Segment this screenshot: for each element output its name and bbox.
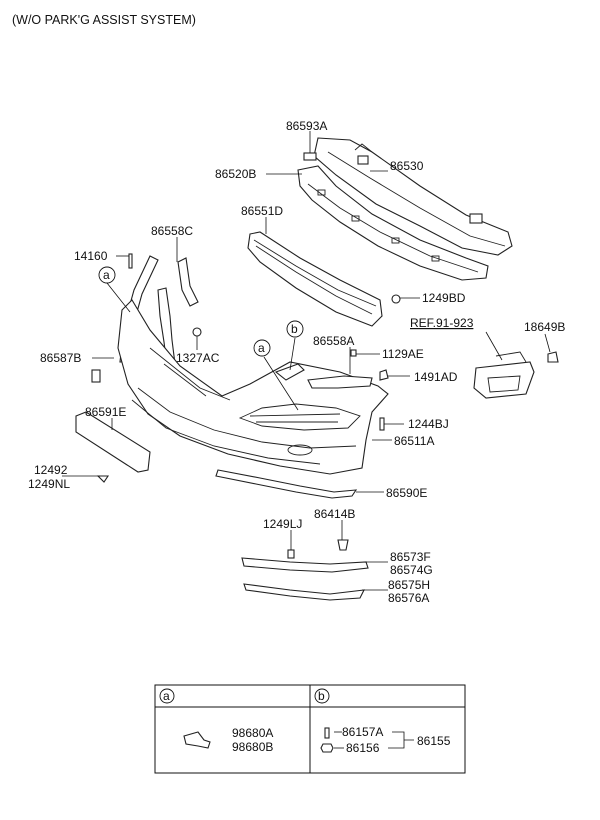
lower-grille-shape — [247, 231, 383, 327]
legend-table: a b 98680A 98680B 86157A 86156 86155 — [154, 684, 466, 774]
diagram-title: (W/O PARK'G ASSIST SYSTEM) — [12, 13, 196, 27]
label-86593a: 86593A — [286, 119, 327, 133]
label-86558c: 86558C — [151, 224, 193, 238]
legend-a-letter: a — [163, 689, 170, 703]
label-86530: 86530 — [390, 159, 424, 173]
label-1249bd: 1249BD — [422, 291, 466, 305]
legend-b-circle — [314, 688, 330, 704]
label-86590e: 86590E — [386, 486, 427, 500]
label-86520b: 86520B — [215, 167, 256, 181]
legend-a-part2: 98680B — [232, 740, 273, 754]
bumper-cover-shape — [117, 299, 389, 475]
lower-strip-86575h-shape — [243, 583, 365, 601]
legend-b-part2: 86156 — [346, 741, 380, 755]
label-86573f: 86573F — [390, 550, 431, 564]
legend-b-bracket — [388, 731, 414, 749]
leader-lines — [62, 131, 551, 591]
label-12492: 12492 — [34, 463, 68, 477]
label-1129ae: 1129AE — [382, 347, 424, 361]
label-86574g: 86574G — [390, 563, 433, 577]
label-1249nl: 1249NL — [28, 477, 70, 491]
lower-garnish-86573f-shape — [241, 557, 369, 573]
callout-a-letter: a — [103, 268, 110, 282]
bracket-86593a-shape — [303, 152, 317, 161]
label-86414b: 86414B — [314, 507, 355, 521]
label-14160: 14160 — [74, 249, 108, 263]
reinforcement-strip-shape — [75, 411, 151, 473]
legend-a-clip-icon — [183, 731, 211, 749]
label-ref-91-923: REF.91-923 — [410, 316, 474, 330]
fastener-shapes — [91, 253, 559, 559]
label-86591e: 86591E — [85, 405, 126, 419]
label-86511a: 86511A — [394, 434, 434, 448]
lower-molding-86590e-shape — [215, 469, 358, 499]
label-1244bj: 1244BJ — [408, 417, 449, 431]
label-1249lj: 1249LJ — [263, 517, 302, 531]
callout-b-letter: b — [291, 322, 298, 336]
inner-trim-shapes — [274, 363, 373, 389]
legend-b-screw-icon — [324, 727, 330, 739]
bumper-beam-shape — [313, 137, 513, 256]
label-18649b: 18649B — [524, 320, 565, 334]
legend-a-circle — [159, 688, 175, 704]
label-86551d: 86551D — [241, 204, 283, 218]
legend-b-part1: 86157A — [342, 725, 383, 739]
label-1491ad: 1491AD — [414, 370, 458, 384]
label-1327ac: 1327AC — [176, 351, 220, 365]
legend-b-assembly: 86155 — [417, 734, 451, 748]
legend-b-letter: b — [318, 689, 325, 703]
callout-b-circle — [286, 320, 304, 338]
energy-absorber-shape — [297, 165, 489, 281]
fog-lamp-bezel-shape — [473, 351, 535, 399]
part-labels: 86593A 86530 86520B 86551D 14160 86558C … — [28, 119, 565, 605]
label-86587b: 86587B — [40, 351, 81, 365]
legend-a-part1: 98680A — [232, 726, 273, 740]
label-86558a: 86558A — [313, 334, 354, 348]
callout-a-circle — [98, 266, 116, 284]
label-86575h: 86575H — [388, 578, 430, 592]
callout-a2-circle — [253, 339, 271, 357]
callout-a2-letter: a — [258, 341, 265, 355]
legend-b-nut-icon — [320, 743, 334, 753]
label-86576a: 86576A — [388, 591, 429, 605]
